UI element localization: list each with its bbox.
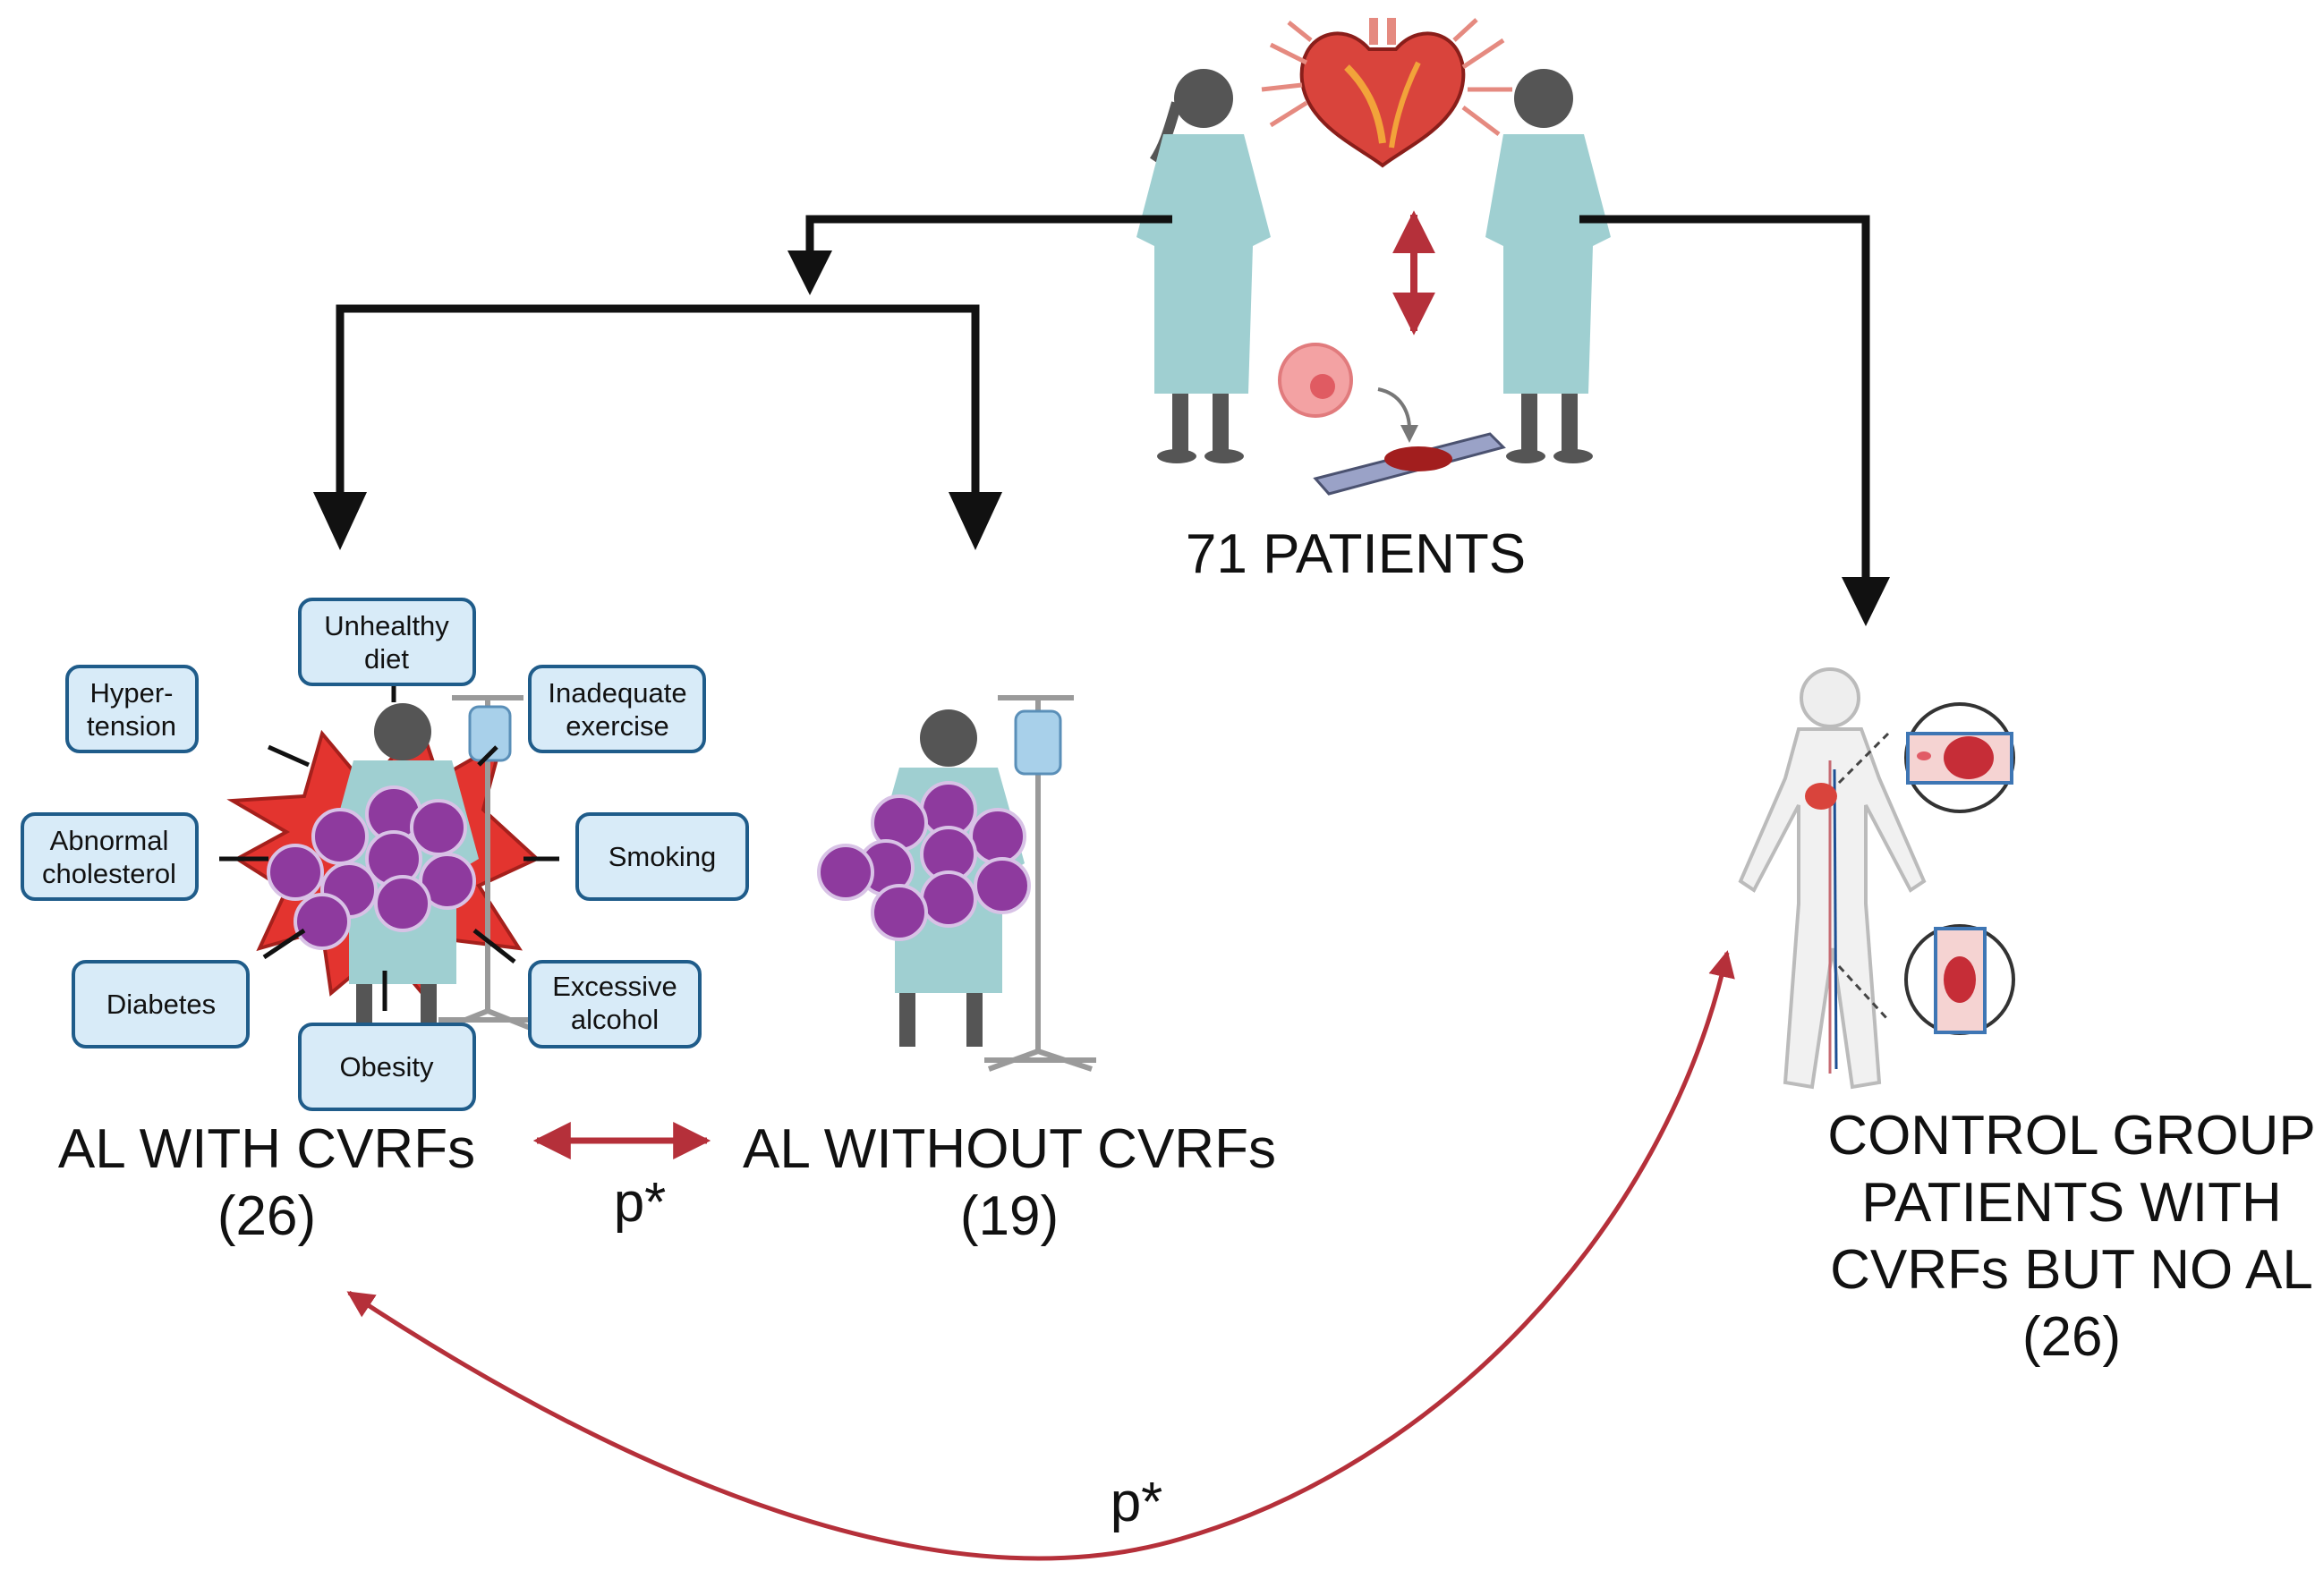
human-body-vascular-icon: [1738, 667, 1927, 1090]
arrowhead-without: [949, 492, 1002, 550]
svg-text:Hyper-: Hyper-: [89, 677, 173, 709]
total-patients-label: 71 PATIENTS: [1186, 523, 1526, 585]
arrowhead-control: [1842, 577, 1890, 626]
risk-box-smoking: Smoking: [575, 812, 749, 901]
svg-text:Smoking: Smoking: [609, 841, 717, 872]
svg-text:Excessive: Excessive: [552, 971, 677, 1002]
arrowhead-with: [313, 492, 367, 550]
with-without-p-label: p*: [614, 1172, 667, 1234]
amyloid-mass-with: [267, 785, 476, 950]
amyloid-mass-without: [817, 781, 1031, 941]
arrow-female-to-al: [805, 215, 1172, 259]
patient-male-icon: [1485, 69, 1611, 463]
svg-text:diet: diet: [364, 643, 409, 675]
svg-text:Diabetes: Diabetes: [106, 989, 216, 1020]
arrowhead-al: [787, 250, 832, 295]
flow-arrows: [336, 215, 1870, 577]
svg-text:Obesity: Obesity: [339, 1051, 434, 1082]
svg-text:Inadequate: Inadequate: [548, 677, 686, 709]
risk-box-excessive-alcohol: Excessive alcohol: [528, 960, 702, 1048]
cell-icon: [1278, 343, 1418, 443]
arrow-al-split: [336, 304, 980, 523]
clot-inset-bottom-icon: [1904, 924, 2015, 1035]
svg-text:Unhealthy: Unhealthy: [324, 610, 449, 641]
microscope-slide-icon: [1313, 432, 1506, 496]
risk-box-inadequate-exercise: Inadequate exercise: [528, 665, 706, 753]
svg-text:tension: tension: [87, 710, 176, 742]
group-control-count: (26): [2022, 1306, 2121, 1368]
arrow-male-to-control: [1579, 215, 1870, 577]
svg-text:Abnormal: Abnormal: [50, 825, 169, 856]
group-with-title: AL WITH CVRFs: [58, 1118, 475, 1180]
risk-box-abnormal-cholesterol: Abnormal cholesterol: [21, 812, 199, 901]
risk-box-unhealthy-diet: Unhealthy diet: [298, 598, 476, 686]
group-control-line3: CVRFs BUT NO AL: [1830, 1239, 2313, 1301]
group-control-line2: PATIENTS WITH: [1861, 1172, 2282, 1234]
svg-text:exercise: exercise: [566, 710, 668, 742]
group-with-count: (26): [217, 1185, 316, 1247]
heart-icon: [1261, 18, 1512, 168]
risk-box-hypertension: Hyper- tension: [65, 665, 199, 753]
svg-text:alcohol: alcohol: [571, 1004, 659, 1035]
patient-female-icon: [1136, 69, 1271, 463]
group-without-title: AL WITHOUT CVRFs: [743, 1118, 1276, 1180]
risk-box-diabetes: Diabetes: [72, 960, 250, 1048]
clot-inset-top-icon: [1904, 702, 2015, 813]
risk-box-obesity: Obesity: [298, 1023, 476, 1111]
group-control-line1: CONTROL GROUP: [1827, 1105, 2315, 1167]
iv-pole-with-icon: [438, 695, 537, 1031]
with-control-p-label: p*: [1111, 1472, 1163, 1533]
with-control-comparison-arrow: [346, 950, 1735, 1561]
group-without-count: (19): [960, 1185, 1059, 1247]
svg-text:cholesterol: cholesterol: [42, 858, 176, 889]
